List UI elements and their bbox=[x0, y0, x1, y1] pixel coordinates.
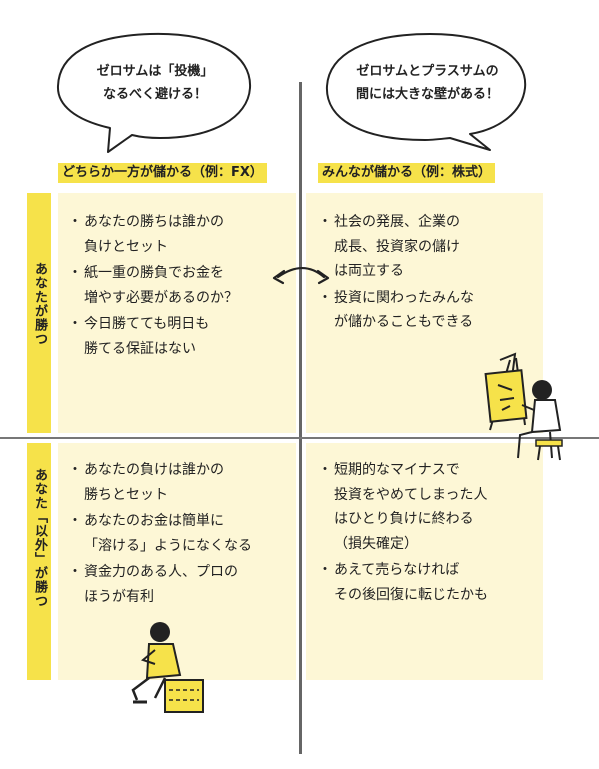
left-speech-bubble bbox=[56, 32, 252, 153]
bullet-item: あなたの勝ちは誰かの 負けとセット bbox=[68, 210, 238, 259]
bullet-item: 短期的なマイナスで 投資をやめてしまった人 はひとり負けに終わる （損失確定） bbox=[318, 458, 488, 556]
top-row-label: あなたが勝つ bbox=[32, 262, 47, 346]
bullet-item: 社会の発展、企業の 成長、投資家の儲け は両立する bbox=[318, 210, 474, 284]
bullet-item: 投資に関わったみんな が儲かることもできる bbox=[318, 286, 474, 335]
bullet-item: あなたのお金は簡単に 「溶ける」ようになくなる bbox=[68, 509, 252, 558]
bubbles-layer bbox=[56, 32, 527, 153]
sitting-figure bbox=[131, 622, 204, 713]
top-left-bullets: あなたの勝ちは誰かの 負けとセット 紙一重の勝負でお金を 増やす必要があるのか？… bbox=[68, 210, 238, 363]
top-row-tab bbox=[27, 193, 51, 433]
double-arrow-icon bbox=[272, 266, 330, 285]
right-speech-bubble bbox=[325, 33, 527, 151]
right-bubble-text: ゼロサムとプラスサムの 間には大きな壁がある！ bbox=[355, 64, 499, 102]
top-right-bullets: 社会の発展、企業の 成長、投資家の儲け は両立する 投資に関わったみんな が儲か… bbox=[318, 210, 474, 337]
bullet-item: 今日勝てても明日も 勝てる保証はない bbox=[68, 312, 238, 361]
bottom-row-tab bbox=[27, 443, 51, 680]
bullet-item: あえて売らなければ その後回復に転じたかも bbox=[318, 558, 488, 607]
bullet-item: 資金力のある人、プロの ほうが有利 bbox=[68, 560, 252, 609]
bullet-item: 紙一重の勝負でお金を 増やす必要があるのか？ bbox=[68, 261, 238, 310]
bullet-item: あなたの負けは誰かの 勝ちとセット bbox=[68, 458, 252, 507]
painter-figure bbox=[484, 352, 563, 461]
right-column-header: みんなが儲かる（例：株式） bbox=[318, 163, 496, 183]
bottom-right-bullets: 短期的なマイナスで 投資をやめてしまった人 はひとり負けに終わる （損失確定） … bbox=[318, 458, 488, 609]
horizontal-divider bbox=[0, 437, 599, 439]
left-bubble-text: ゼロサムは「投機」 なるべく避ける！ bbox=[96, 64, 214, 102]
vertical-divider bbox=[299, 82, 302, 754]
bottom-left-bullets: あなたの負けは誰かの 勝ちとセット あなたのお金は簡単に 「溶ける」ようになくな… bbox=[68, 458, 252, 611]
left-column-header: どちらか一方が儲かる（例：FX） bbox=[58, 163, 267, 183]
bottom-row-label: あなた「以外」が勝つ bbox=[32, 468, 47, 608]
